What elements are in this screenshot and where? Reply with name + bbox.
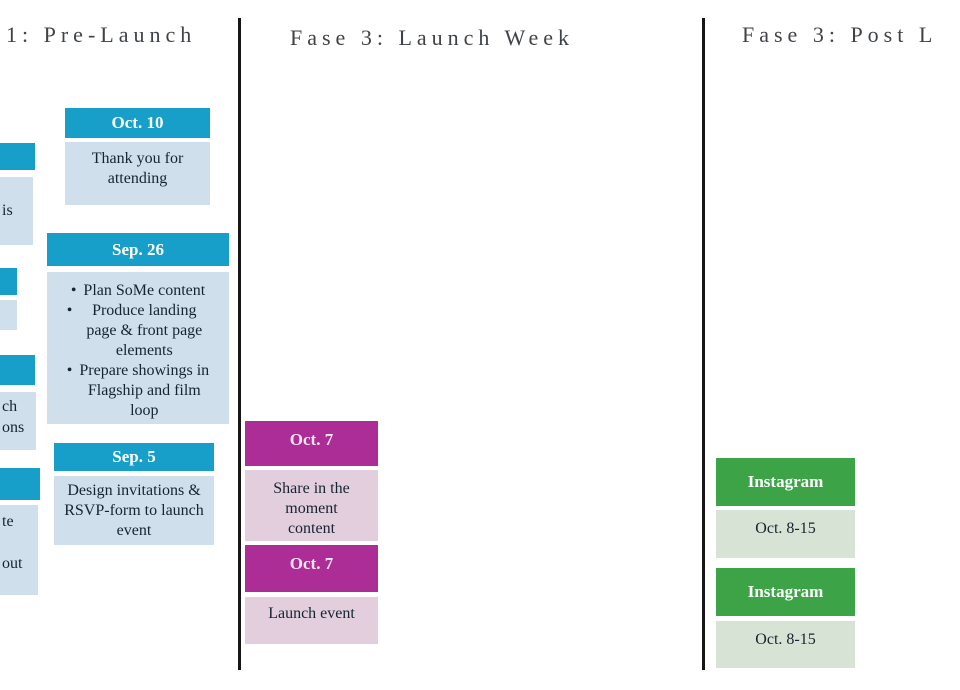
card-body-oct-8-15-1: Oct. 8-15	[716, 510, 855, 558]
card-body-oct-8-15-2: Oct. 8-15	[716, 621, 855, 668]
card-body-sep-26-tasks: • Plan SoMe content • Produce landing pa…	[47, 272, 229, 424]
clipped-text-fragment	[2, 532, 38, 553]
card-header-sep-5: Sep. 5	[54, 443, 214, 471]
bullet-icon: •	[66, 362, 73, 379]
card-header-instagram-2: Instagram	[716, 568, 855, 616]
card-header-oct-7-share: Oct. 7	[245, 421, 378, 466]
task-item: • Prepare showings in Flagship and film …	[52, 361, 224, 421]
clipped-card-header	[0, 468, 40, 500]
card-body-invitations: Design invitations & RSVP-form to launch…	[54, 476, 214, 545]
column-title-post-launch: Fase 3: Post L	[742, 22, 938, 47]
phase-divider-1	[238, 18, 241, 670]
task-text: Produce landing page & front page elemen…	[86, 302, 203, 359]
clipped-card-body: is	[0, 177, 33, 245]
card-header-oct-7-launch: Oct. 7	[245, 545, 378, 592]
card-body-thank-you: Thank you for attending	[65, 142, 210, 205]
clipped-card-header	[0, 355, 35, 385]
task-text: Plan SoMe content	[83, 282, 206, 299]
clipped-text-fragment: ch	[2, 398, 18, 415]
clipped-text-fragment: is	[2, 202, 13, 219]
bullet-icon: •	[70, 282, 77, 299]
clipped-card-body	[0, 300, 17, 330]
clipped-text-fragment: te	[2, 513, 14, 530]
clipped-card-header	[0, 268, 17, 295]
card-header-sep-26: Sep. 26	[47, 233, 229, 266]
clipped-card-header	[0, 143, 35, 170]
clipped-text-fragment: ons	[2, 419, 25, 436]
clipped-card-body: ch ons	[0, 392, 36, 450]
task-text: Prepare showings in Flagship and film lo…	[79, 362, 210, 419]
task-bullet-list: • Plan SoMe content • Produce landing pa…	[52, 281, 224, 421]
card-header-oct-10: Oct. 10	[65, 108, 210, 138]
clipped-card-body: te out	[0, 505, 38, 595]
card-header-instagram-1: Instagram	[716, 458, 855, 506]
phase-divider-2	[702, 18, 705, 670]
card-body-share-moment: Share in the moment content	[245, 470, 378, 541]
task-item: • Produce landing page & front page elem…	[52, 301, 224, 361]
column-title-pre-launch: 1: Pre-Launch	[6, 22, 197, 47]
card-body-launch-event: Launch event	[245, 597, 378, 644]
task-item: • Plan SoMe content	[52, 281, 224, 301]
column-title-launch-week: Fase 3: Launch Week	[290, 25, 575, 50]
clipped-text-fragment: out	[2, 555, 23, 572]
bullet-icon: •	[66, 302, 73, 319]
